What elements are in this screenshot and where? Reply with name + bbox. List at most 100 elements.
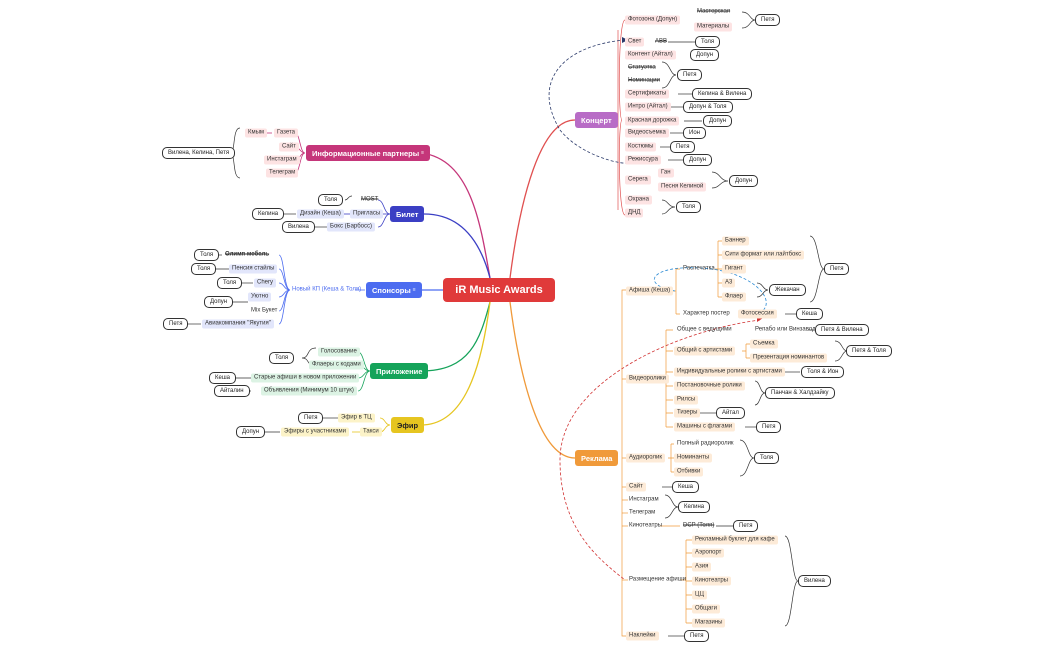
node-sponsors[interactable]: Chery	[254, 278, 277, 288]
owner-tag[interactable]: Петя	[756, 421, 782, 433]
node-concert[interactable]: Песня Келиной	[658, 182, 707, 192]
owner-tag[interactable]: Петя	[163, 318, 189, 330]
node-ads[interactable]: Рилсы	[674, 395, 699, 405]
node-sponsors[interactable]: Авиакомпания "Якутия"	[202, 319, 274, 329]
node-concert[interactable]: Красная дорожка	[625, 116, 680, 126]
owner-tag[interactable]: Допун	[729, 175, 759, 187]
node-ads[interactable]: Сити формат или лайтбокс	[722, 250, 805, 260]
node-ads[interactable]: Характер постер	[683, 310, 730, 317]
node-ads[interactable]: Аэропорт	[692, 548, 725, 558]
branch-concert[interactable]: Концерт	[575, 112, 618, 128]
node-concert[interactable]: Серега	[625, 175, 651, 185]
node-ads[interactable]: Аудиоролик	[626, 453, 665, 463]
owner-tag[interactable]: Айталин	[214, 385, 250, 397]
owner-tag[interactable]: Допун	[690, 49, 720, 61]
owner-tag[interactable]: Петя & Вилена	[815, 324, 869, 336]
node-ads[interactable]: Фотосессия	[738, 309, 777, 319]
node-ads[interactable]: Номинанты	[674, 453, 713, 463]
owner-tag[interactable]: Толя	[194, 249, 220, 261]
owner-tag[interactable]: Петя & Толя	[846, 345, 892, 357]
owner-tag[interactable]: Допун	[683, 154, 713, 166]
node-ads[interactable]: Общий с артистами	[674, 346, 736, 356]
node-concert[interactable]: Сертификаты	[625, 89, 670, 99]
node-ads[interactable]: Распечатка	[683, 265, 715, 272]
node-ads[interactable]: Общее с ведущими	[677, 326, 732, 333]
node-ads[interactable]: Размещение афиши	[629, 576, 686, 583]
owner-tag[interactable]: Жекачан	[769, 284, 806, 296]
node-ads[interactable]: Видеоролики	[626, 374, 669, 384]
node-ads[interactable]: Репабо или Винзавод	[755, 326, 816, 333]
owner-tag[interactable]: Толя & Ион	[801, 366, 845, 378]
branch-ticket[interactable]: Билет	[390, 206, 425, 222]
node-app[interactable]: Объявления (Минимум 10 штук)	[261, 386, 357, 396]
node-air[interactable]: Такси	[360, 427, 382, 437]
node-concert[interactable]: Режиссура	[625, 155, 661, 165]
node-concert[interactable]: Статуэтка	[628, 64, 656, 71]
node-info[interactable]: Газета	[274, 128, 299, 138]
node-concert[interactable]: Видеосъемка	[625, 128, 669, 138]
owner-tag[interactable]: Допун	[236, 426, 266, 438]
owner-tag[interactable]: Допун & Толя	[683, 101, 733, 113]
node-ads[interactable]: Кинотеатры	[629, 522, 662, 529]
owner-tag[interactable]: Келина	[252, 208, 285, 220]
node-ticket[interactable]: Бокс (Барбосс)	[327, 222, 376, 232]
branch-air[interactable]: Эфир	[391, 417, 425, 433]
node-info[interactable]: Кмым	[245, 128, 268, 138]
owner-tag[interactable]: Кеша	[672, 481, 699, 493]
node-ads[interactable]: DCP (Толя)	[683, 522, 715, 529]
node-info[interactable]: Сайт	[279, 142, 299, 152]
owner-tag[interactable]: Толя	[676, 201, 702, 213]
node-ads[interactable]: Магазины	[692, 618, 726, 628]
node-ads[interactable]: ЦЦ	[692, 590, 707, 600]
node-sponsors[interactable]: Олимп мебель	[225, 251, 270, 258]
owner-tag[interactable]: Айтал	[716, 407, 745, 419]
node-ads[interactable]: Инстаграм	[629, 496, 659, 503]
owner-tag[interactable]: Вилена	[282, 221, 315, 233]
node-ads[interactable]: Афиша (Кеша)	[626, 286, 674, 296]
owner-tag[interactable]: Петя	[670, 141, 696, 153]
node-ads[interactable]: Гигант	[722, 264, 746, 274]
branch-sponsors[interactable]: Спонсоры≡	[366, 282, 422, 298]
node-ads[interactable]: Телеграм	[629, 509, 656, 516]
node-ticket[interactable]: MOST	[361, 196, 379, 203]
node-ads[interactable]: Азия	[692, 562, 712, 572]
owner-tag[interactable]: Келина	[678, 501, 711, 513]
owner-tag[interactable]: Кеша	[796, 308, 823, 320]
node-ads[interactable]: Машины с флагами	[674, 422, 736, 432]
node-ads[interactable]: Общаги	[692, 604, 720, 614]
central-topic[interactable]: iR Music Awards	[443, 278, 555, 302]
owner-tag[interactable]: Вилена	[798, 575, 831, 587]
owner-tag[interactable]: Петя	[677, 69, 703, 81]
owner-tag[interactable]: Петя	[824, 263, 850, 275]
owner-tag[interactable]: Толя	[695, 36, 721, 48]
node-ads[interactable]: Тизеры	[674, 408, 701, 418]
owner-tag[interactable]: Допун	[703, 115, 733, 127]
node-sponsors[interactable]: Новый КП (Кеша & Толя)	[292, 286, 362, 293]
owner-tag[interactable]: Вилена, Келина, Петя	[162, 147, 236, 159]
node-concert[interactable]: ДНД	[625, 208, 644, 218]
node-concert[interactable]: Охрана	[625, 195, 652, 205]
node-concert[interactable]: Костюмы	[625, 142, 657, 152]
node-ads[interactable]: Постановочные ролики	[674, 381, 745, 391]
node-ads[interactable]: Индивидуальные ролики с артистами	[674, 367, 785, 377]
node-concert[interactable]: Мастерская	[697, 8, 731, 15]
node-sponsors[interactable]: Уютно	[248, 292, 272, 302]
node-info[interactable]: Инстаграм	[264, 155, 300, 165]
owner-tag[interactable]: Кеша	[209, 372, 236, 384]
node-ads[interactable]: Баннер	[722, 236, 749, 246]
node-info[interactable]: Телеграм	[266, 168, 299, 178]
node-app[interactable]: Голосование	[318, 347, 360, 357]
owner-tag[interactable]: Панчан & Халдзайку	[765, 387, 835, 399]
branch-app[interactable]: Приложение	[370, 363, 429, 379]
owner-tag[interactable]: Толя	[754, 452, 780, 464]
owner-tag[interactable]: Допун	[204, 296, 234, 308]
node-ads[interactable]: Отбивки	[674, 467, 704, 477]
owner-tag[interactable]: Толя	[191, 263, 217, 275]
node-ads[interactable]: А3	[722, 278, 736, 288]
node-app[interactable]: Флаеры с кодами	[309, 360, 364, 370]
node-ticket[interactable]: Пригласы	[350, 209, 384, 219]
node-ads[interactable]: Рекламный буклет для кафе	[692, 535, 778, 545]
owner-tag[interactable]: Келина & Вилена	[692, 88, 753, 100]
node-concert[interactable]: Номинации	[628, 77, 660, 84]
node-concert[interactable]: Свет	[625, 37, 645, 47]
